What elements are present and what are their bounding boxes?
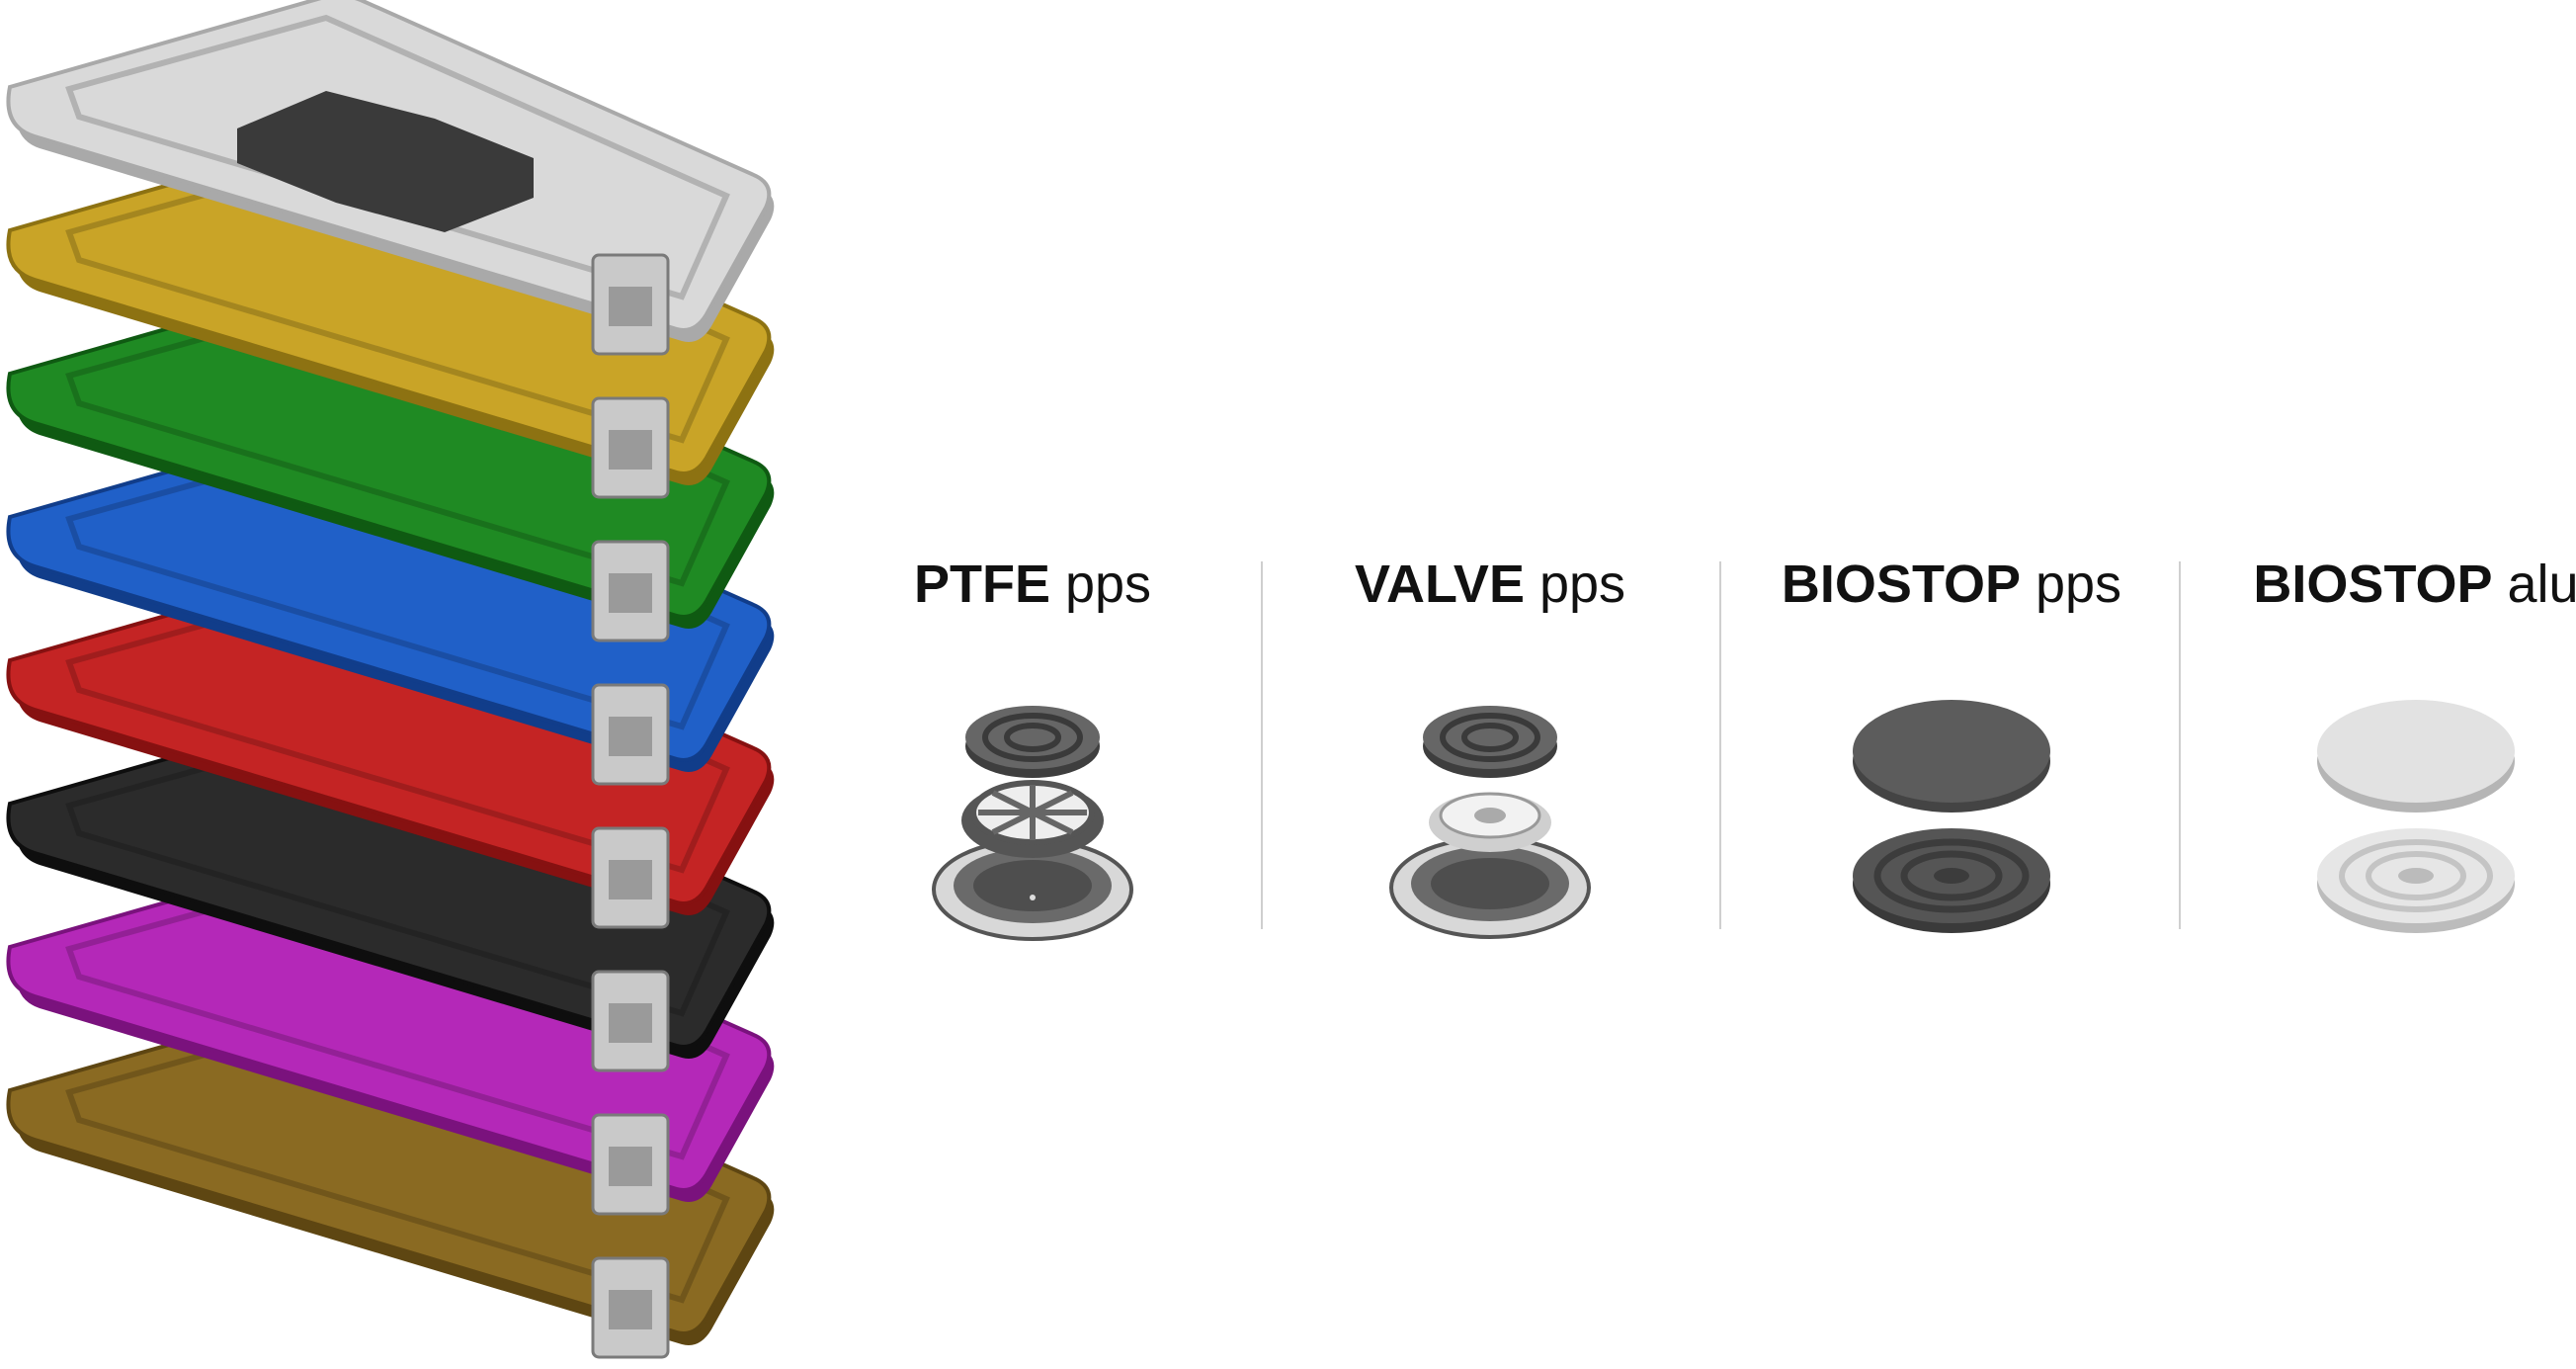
latch bbox=[591, 1256, 670, 1359]
latch bbox=[591, 253, 670, 356]
biostop-pps-filter-icon bbox=[1853, 700, 2050, 933]
lid-silver bbox=[6, 0, 775, 356]
filter-title: PTFE pps bbox=[913, 555, 1152, 614]
biostop-alu-filter-icon bbox=[2317, 700, 2515, 933]
filter-option-biostop-alu: BIOSTOP alu bbox=[2189, 554, 2576, 949]
ptfe-filter-icon bbox=[932, 706, 1133, 941]
colored-lid-stack bbox=[6, 0, 775, 1359]
latch bbox=[591, 970, 670, 1072]
latch bbox=[591, 1113, 670, 1216]
lid-blue bbox=[6, 423, 775, 786]
lid-purple bbox=[6, 853, 775, 1216]
filter-option-valve: VALVE pps bbox=[1263, 554, 1717, 949]
latch bbox=[591, 396, 670, 499]
filter-title: BIOSTOP pps bbox=[1781, 555, 2122, 614]
column-divider bbox=[1261, 561, 1263, 929]
column-divider bbox=[2179, 561, 2181, 929]
latch bbox=[591, 683, 670, 786]
valve-filter-icon bbox=[1389, 706, 1591, 939]
lid-bronze bbox=[6, 996, 775, 1359]
lid-red bbox=[6, 566, 775, 929]
filter-title: BIOSTOP alu bbox=[2253, 555, 2576, 614]
column-divider bbox=[1719, 561, 1721, 929]
filter-option-biostop-pps: BIOSTOP pps bbox=[1724, 554, 2179, 949]
latch bbox=[591, 826, 670, 929]
latch bbox=[591, 540, 670, 642]
filter-option-ptfe: PTFE pps bbox=[805, 554, 1260, 949]
filter-title: VALVE pps bbox=[1354, 555, 1626, 614]
